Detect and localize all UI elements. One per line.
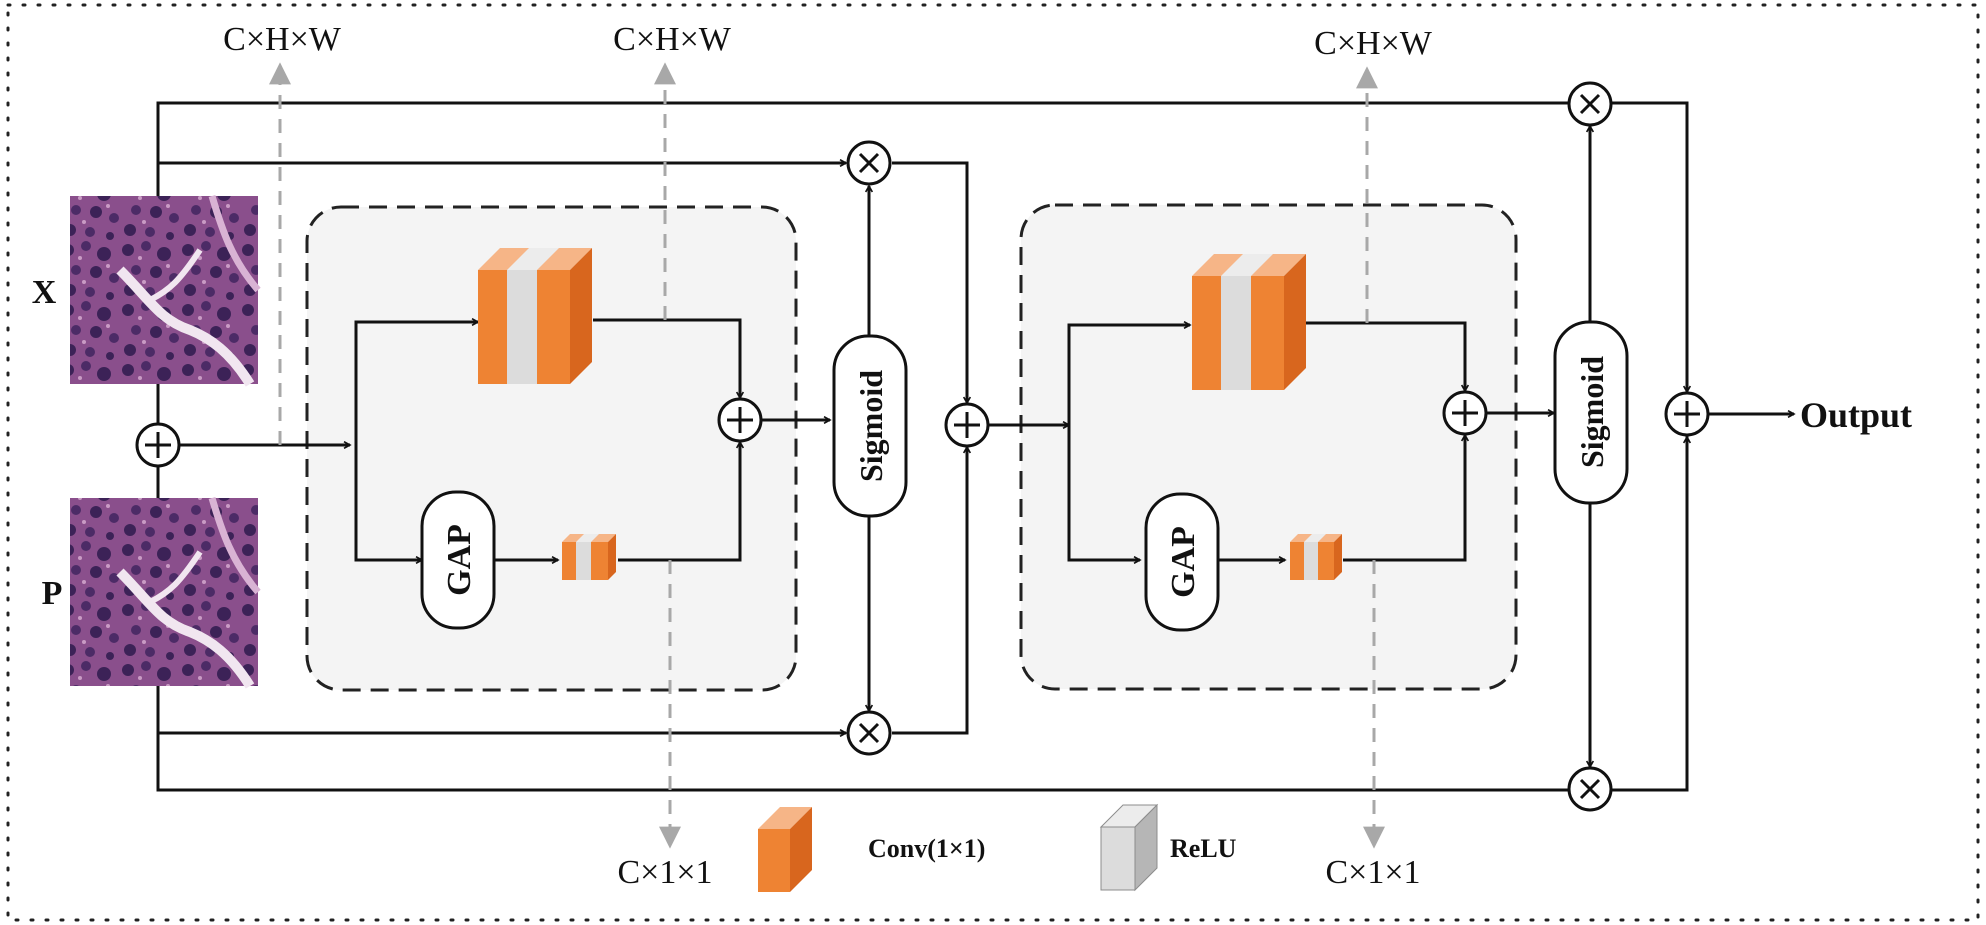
input-image-x: [70, 195, 261, 387]
add-operator-module-1: [717, 397, 763, 443]
shape-label-bottom-1: C×1×1: [617, 854, 712, 891]
add-operator-module-2: [1442, 390, 1488, 436]
input-image-p: [70, 497, 261, 689]
input-p-label: P: [42, 575, 63, 612]
add-operator-output: [1664, 391, 1710, 437]
legend-relu-swatch: [1099, 803, 1159, 892]
multiply-operator-bottom-1: [846, 710, 892, 756]
shape-arrows: [269, 62, 1385, 849]
legend-relu-label: ReLU: [1170, 834, 1237, 863]
conv-block-large-2: [1192, 254, 1306, 390]
sigmoid-box-1: [832, 334, 908, 518]
shape-label-top-2: C×H×W: [613, 21, 732, 58]
input-x-label: X: [32, 274, 57, 311]
gap-label-2: GAP: [1165, 526, 1202, 598]
legend-conv-swatch: [758, 807, 812, 892]
shape-label-top-1: C×H×W: [223, 21, 342, 58]
add-operator-middle: [944, 402, 990, 448]
multiply-operator-top-2: [1567, 81, 1613, 127]
outer-frame: [6, 3, 1980, 922]
gap-box-1: [420, 490, 496, 630]
gap-box-2: [1144, 492, 1220, 632]
shape-label-bottom-2: C×1×1: [1325, 854, 1420, 891]
sigmoid-label-2: Sigmoid: [1574, 356, 1610, 468]
add-operator-input: [135, 422, 181, 468]
sigmoid-label-1: Sigmoid: [853, 370, 889, 482]
conv-block-small-2: [1290, 534, 1342, 580]
multiply-operator-bottom-2: [1567, 766, 1613, 812]
legend-conv-label: Conv(1×1): [868, 834, 985, 863]
conv-block-large-1: [478, 248, 592, 384]
gap-label-1: GAP: [441, 524, 478, 596]
conv-block-small-1: [562, 534, 616, 580]
multiply-operator-top-1: [846, 140, 892, 186]
output-label: Output: [1800, 395, 1912, 435]
sigmoid-box-2: [1553, 320, 1629, 505]
shape-label-top-3: C×H×W: [1314, 25, 1433, 62]
wires: [156, 101, 1794, 792]
